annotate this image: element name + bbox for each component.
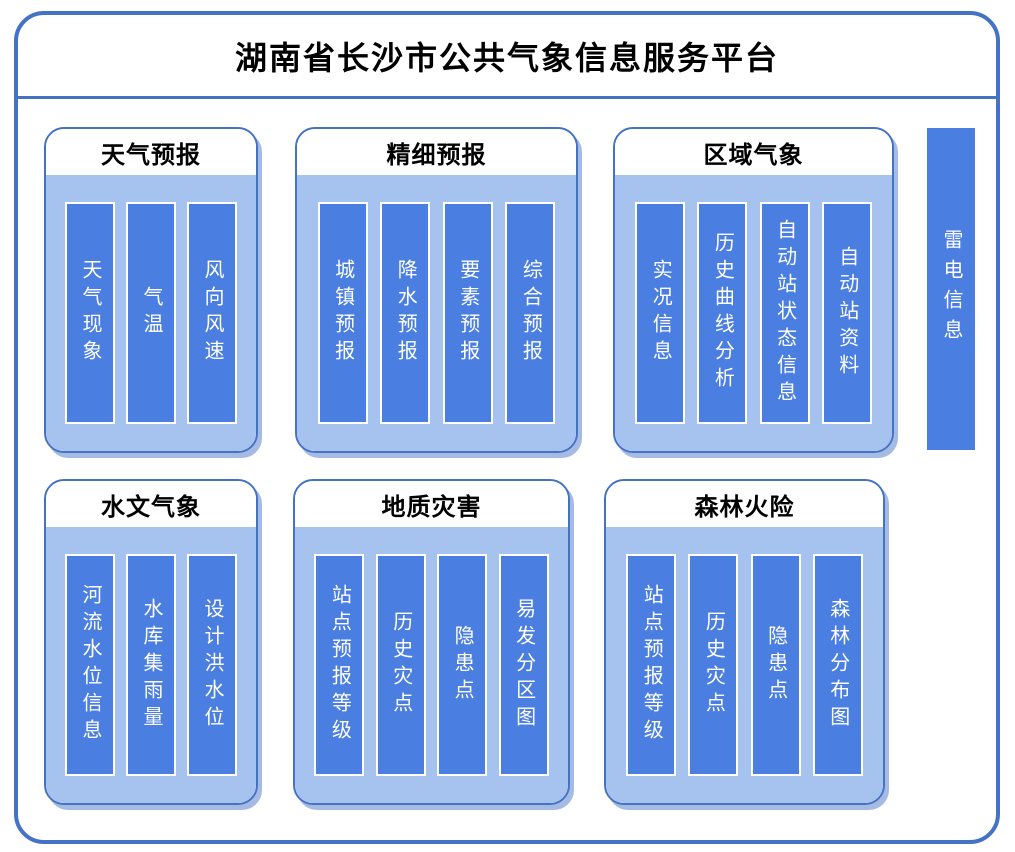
bar-item: 自动站资料 bbox=[821, 202, 872, 424]
bar-item: 易发分区图 bbox=[498, 554, 549, 776]
panel-header: 地质灾害 bbox=[295, 481, 568, 527]
bar-item: 历史曲线分析 bbox=[697, 202, 748, 424]
bar-item: 站点预报等级 bbox=[314, 554, 365, 776]
bar-label: 历史灾点 bbox=[702, 611, 725, 719]
panel-body: 站点预报等级 历史灾点 隐患点 易发分区图 bbox=[295, 527, 568, 803]
bar-label: 历史灾点 bbox=[389, 611, 412, 719]
bar-item: 城镇预报 bbox=[317, 202, 368, 424]
panel-body: 天气现象 气温 风向风速 bbox=[46, 175, 256, 451]
bar-label: 设计洪水位 bbox=[201, 597, 223, 733]
platform-title: 湖南省长沙市公共气象信息服务平台 bbox=[234, 39, 779, 76]
bar-label: 森林分布图 bbox=[826, 597, 849, 733]
bar-item: 历史灾点 bbox=[375, 554, 426, 776]
bar-label: 城镇预报 bbox=[331, 259, 354, 367]
bar-label: 自动站资料 bbox=[835, 245, 858, 381]
panel-title: 森林火险 bbox=[694, 493, 795, 521]
bar-label: 河流水位信息 bbox=[79, 584, 101, 746]
panel-hydro-weather: 水文气象 河流水位信息 水库集雨量 设计洪水位 bbox=[44, 479, 258, 805]
bar-item: 风向风速 bbox=[187, 202, 237, 424]
bar-label: 隐患点 bbox=[451, 624, 474, 706]
bar-label: 站点预报等级 bbox=[640, 584, 663, 746]
bar-label: 易发分区图 bbox=[512, 597, 535, 733]
panel-title: 水文气象 bbox=[101, 493, 201, 521]
bar-label: 水库集雨量 bbox=[140, 597, 162, 733]
panel-header: 水文气象 bbox=[46, 481, 256, 527]
bar-item: 综合预报 bbox=[505, 202, 556, 424]
bar-item: 水库集雨量 bbox=[126, 554, 176, 776]
bar-item: 降水预报 bbox=[380, 202, 431, 424]
bar-label: 降水预报 bbox=[394, 259, 417, 367]
panel-header: 天气预报 bbox=[46, 129, 256, 175]
bar-item: 隐患点 bbox=[750, 554, 801, 776]
panel-weather-forecast: 天气预报 天气现象 气温 风向风速 bbox=[44, 127, 258, 453]
panel-title: 区域气象 bbox=[703, 141, 804, 169]
bar-item: 气温 bbox=[126, 202, 176, 424]
bar-item: 森林分布图 bbox=[812, 554, 863, 776]
bar-item: 天气现象 bbox=[65, 202, 115, 424]
panel-fine-forecast: 精细预报 城镇预报 降水预报 要素预报 综合预报 bbox=[295, 127, 578, 453]
panel-header: 区域气象 bbox=[615, 129, 892, 175]
panel-header: 精细预报 bbox=[297, 129, 576, 175]
lightning-info-bar: 雷电信息 bbox=[927, 128, 975, 450]
bar-label: 气温 bbox=[140, 286, 162, 340]
panel-body: 城镇预报 降水预报 要素预报 综合预报 bbox=[297, 175, 576, 451]
bar-item: 站点预报等级 bbox=[626, 554, 677, 776]
panel-title: 天气预报 bbox=[101, 141, 201, 169]
panel-header: 森林火险 bbox=[606, 481, 883, 527]
panel-body: 实况信息 历史曲线分析 自动站状态信息 自动站资料 bbox=[615, 175, 892, 451]
panel-forest-fire: 森林火险 站点预报等级 历史灾点 隐患点 森林分布图 bbox=[604, 479, 885, 805]
bar-item: 要素预报 bbox=[442, 202, 493, 424]
bar-label: 风向风速 bbox=[201, 259, 223, 367]
bar-label: 历史曲线分析 bbox=[711, 232, 734, 394]
bar-label: 雷电信息 bbox=[940, 229, 962, 349]
panel-regional-weather: 区域气象 实况信息 历史曲线分析 自动站状态信息 自动站资料 bbox=[613, 127, 894, 453]
bar-item: 实况信息 bbox=[635, 202, 686, 424]
panel-body: 站点预报等级 历史灾点 隐患点 森林分布图 bbox=[606, 527, 883, 803]
bar-label: 站点预报等级 bbox=[328, 584, 351, 746]
bar-label: 隐患点 bbox=[764, 624, 787, 706]
title-band: 湖南省长沙市公共气象信息服务平台 bbox=[18, 15, 996, 99]
bar-item: 设计洪水位 bbox=[187, 554, 237, 776]
bar-item: 河流水位信息 bbox=[65, 554, 115, 776]
panel-geo-disaster: 地质灾害 站点预报等级 历史灾点 隐患点 易发分区图 bbox=[293, 479, 570, 805]
panel-title: 地质灾害 bbox=[381, 493, 482, 521]
bar-item: 隐患点 bbox=[437, 554, 488, 776]
bar-label: 要素预报 bbox=[456, 259, 479, 367]
panel-body: 河流水位信息 水库集雨量 设计洪水位 bbox=[46, 527, 256, 803]
bar-label: 实况信息 bbox=[649, 259, 672, 367]
bar-item: 自动站状态信息 bbox=[759, 202, 810, 424]
panel-title: 精细预报 bbox=[386, 141, 487, 169]
bar-label: 天气现象 bbox=[79, 259, 101, 367]
bar-label: 自动站状态信息 bbox=[773, 218, 796, 408]
bar-label: 综合预报 bbox=[519, 259, 542, 367]
bar-item: 历史灾点 bbox=[688, 554, 739, 776]
